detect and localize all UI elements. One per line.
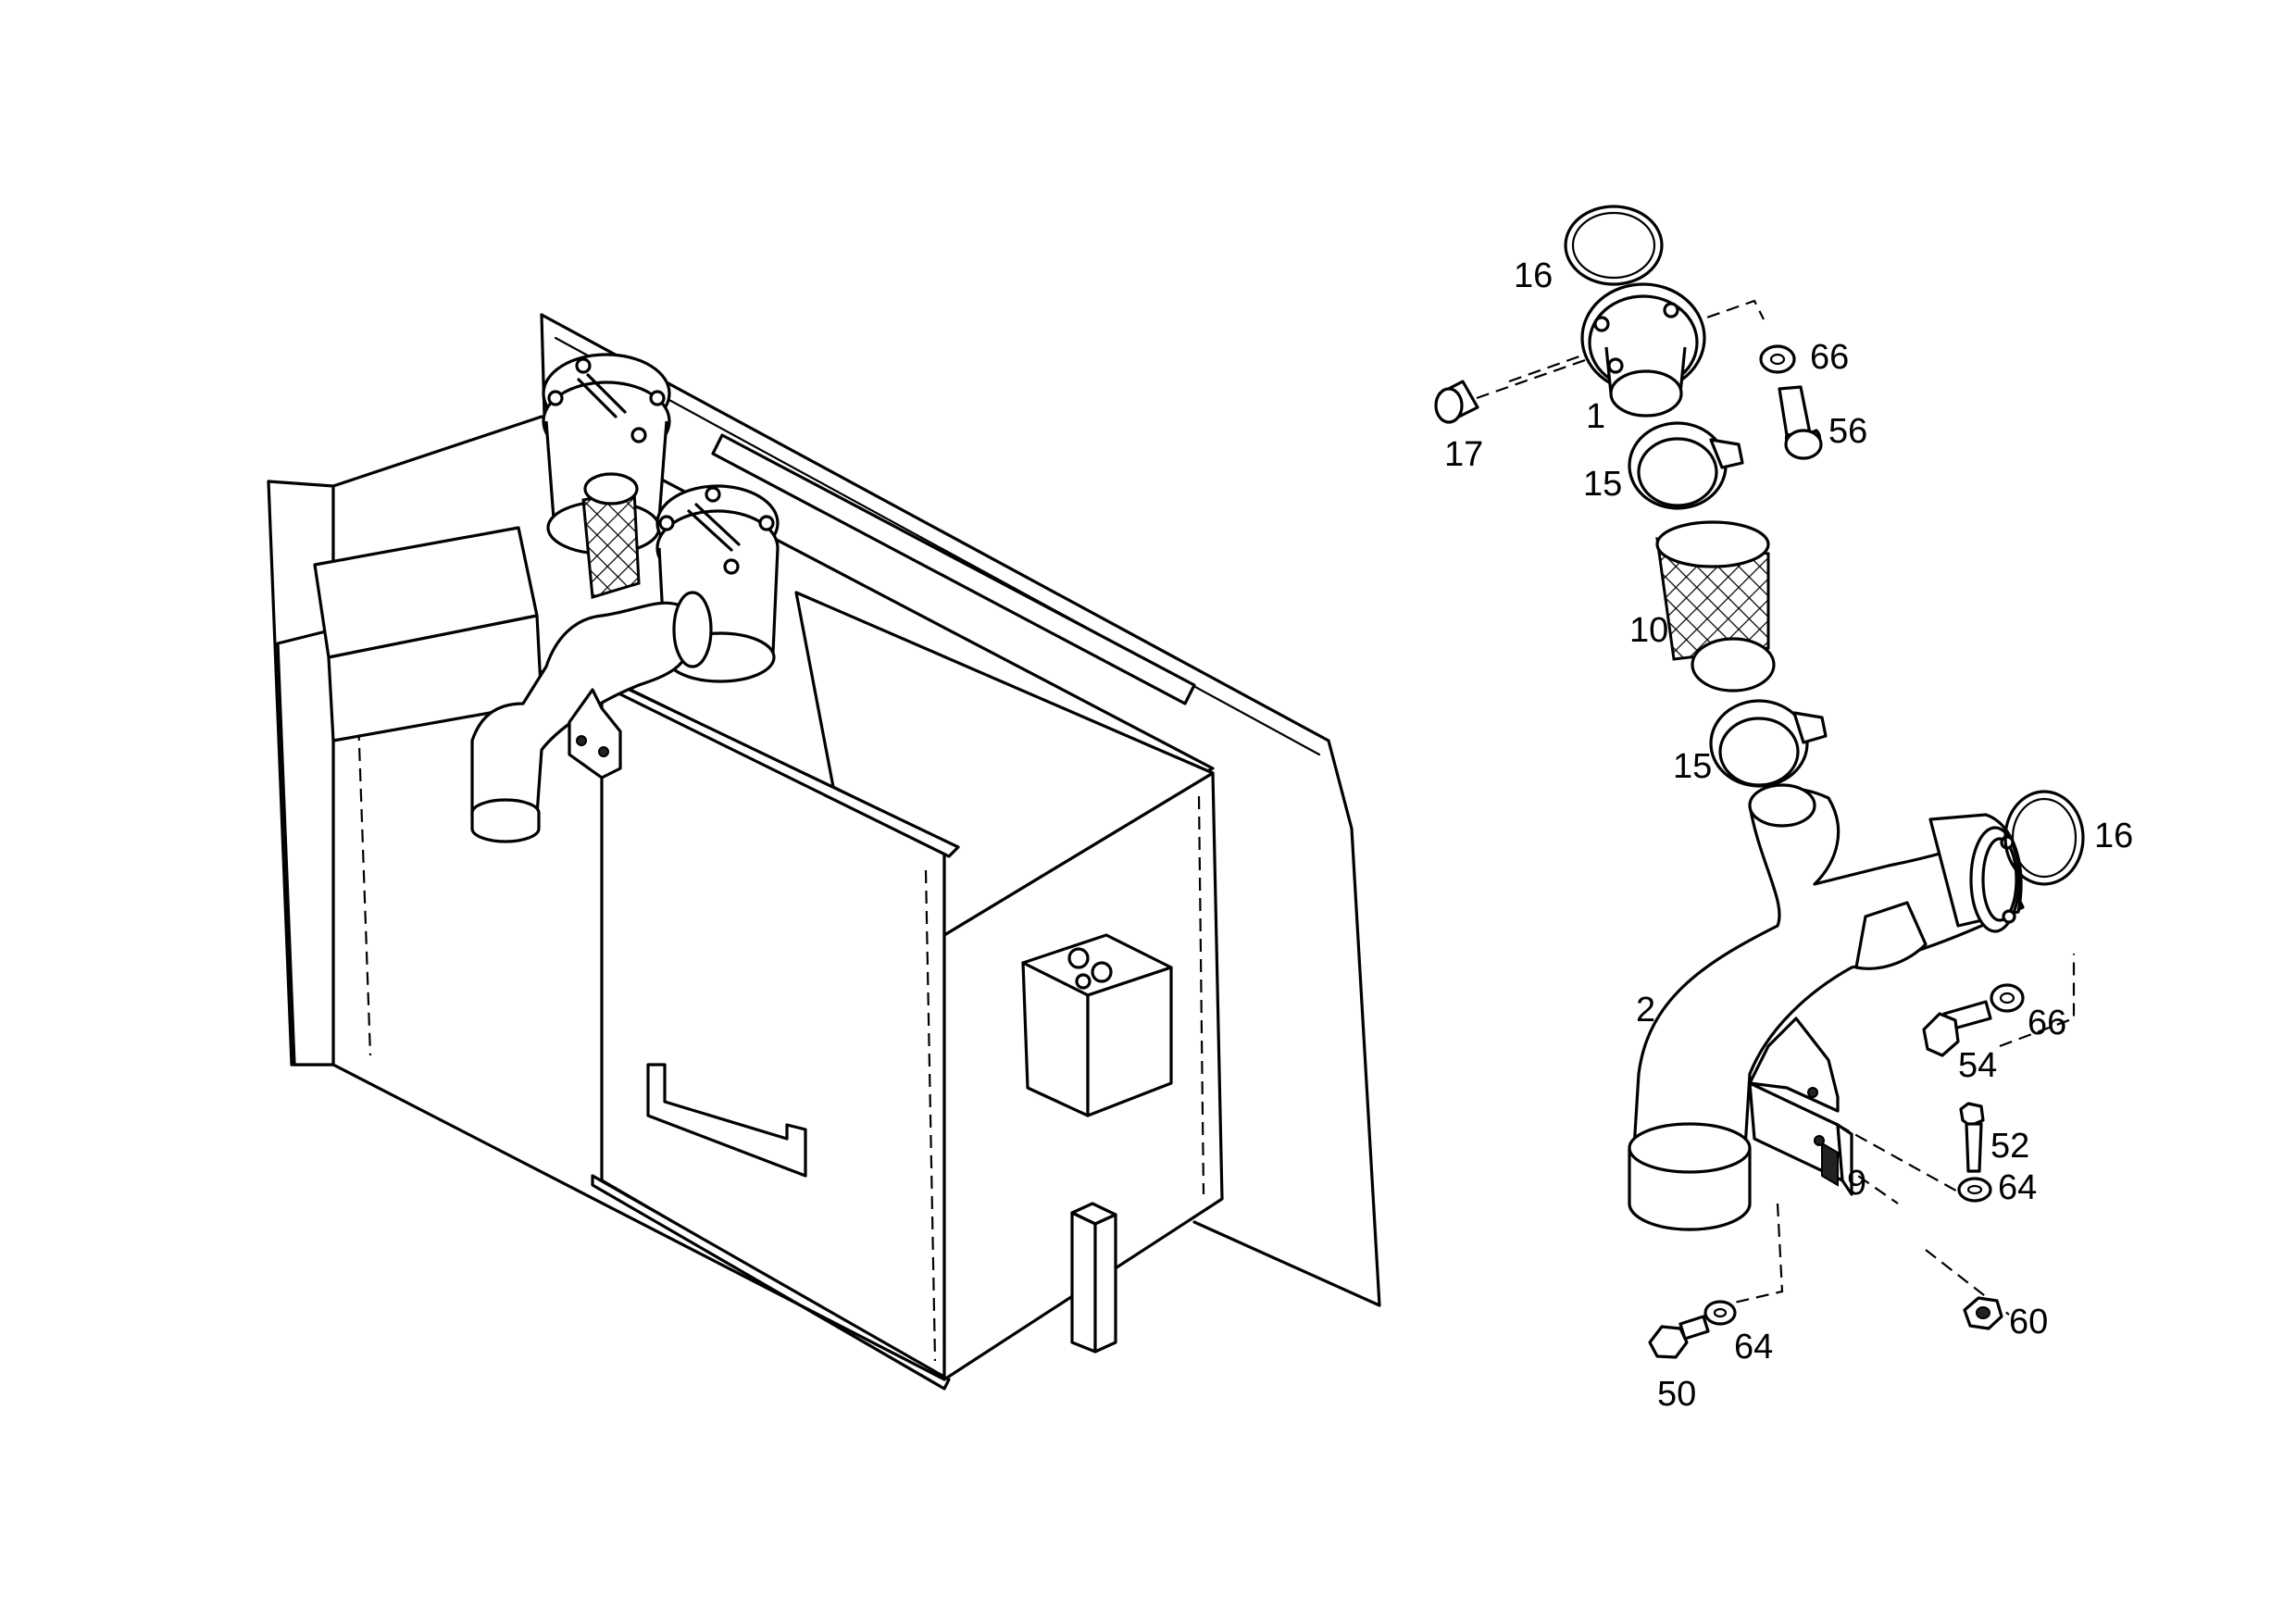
part-52-bolt bbox=[1959, 1102, 1985, 1173]
part-66-washer-lower bbox=[1990, 983, 2025, 1013]
callout-2: 2 bbox=[1636, 991, 1655, 1029]
part-9-bracket bbox=[1748, 1017, 1853, 1196]
part-10-mesh-filter bbox=[1655, 520, 1776, 692]
top-rail bbox=[711, 433, 1196, 705]
callout-66: 66 bbox=[1810, 338, 1849, 377]
junction-box bbox=[1021, 933, 1173, 1117]
callout-54: 54 bbox=[1958, 1046, 1997, 1085]
callout-9: 9 bbox=[1847, 1164, 1866, 1203]
callout-66: 66 bbox=[2028, 1004, 2066, 1042]
part-16-gasket-upper bbox=[1564, 205, 1664, 286]
callout-52: 52 bbox=[1990, 1127, 2029, 1166]
part-2-pipe bbox=[1628, 783, 2025, 1231]
sight-post bbox=[1070, 1202, 1117, 1354]
part-16-gasket-lower bbox=[2003, 790, 2085, 886]
callout-15: 15 bbox=[1673, 747, 1712, 786]
part-1-flange bbox=[1580, 282, 1706, 418]
callout-1: 1 bbox=[1586, 397, 1605, 436]
callout-10: 10 bbox=[1629, 611, 1668, 650]
callout-16: 16 bbox=[2094, 817, 2133, 855]
part-50-bolt bbox=[1648, 1315, 1710, 1359]
part-15-clamp-lower bbox=[1709, 699, 1828, 788]
callout-50: 50 bbox=[1657, 1375, 1696, 1414]
exploded-parts: 16 66 1 56 17 15 10 15 16 2 66 54 52 64 … bbox=[1434, 205, 2133, 1414]
callout-15: 15 bbox=[1583, 465, 1622, 504]
callout-60: 60 bbox=[2009, 1303, 2048, 1341]
front-handle bbox=[646, 1063, 807, 1178]
part-66-washer-upper bbox=[1759, 344, 1796, 374]
callout-16: 16 bbox=[1514, 256, 1553, 295]
callout-56: 56 bbox=[1828, 412, 1867, 451]
pipe-bracket bbox=[568, 688, 622, 780]
rear-mounting-plate bbox=[540, 313, 1381, 1307]
tank-assembly bbox=[267, 313, 1381, 1391]
part-17-plug bbox=[1434, 380, 1479, 424]
part-64-washer-upper bbox=[1957, 1177, 1992, 1203]
mesh-strainer bbox=[581, 489, 641, 599]
callout-17: 17 bbox=[1444, 435, 1483, 474]
part-54-bolt bbox=[1922, 1000, 1992, 1057]
part-60-nut bbox=[1963, 1296, 2003, 1330]
part-56-bolt bbox=[1778, 385, 1823, 460]
part-15-clamp-upper bbox=[1628, 421, 1744, 510]
callout-64: 64 bbox=[1734, 1328, 1773, 1366]
part-64-washer-lower bbox=[1703, 1300, 1737, 1326]
callout-64: 64 bbox=[1998, 1168, 2037, 1207]
